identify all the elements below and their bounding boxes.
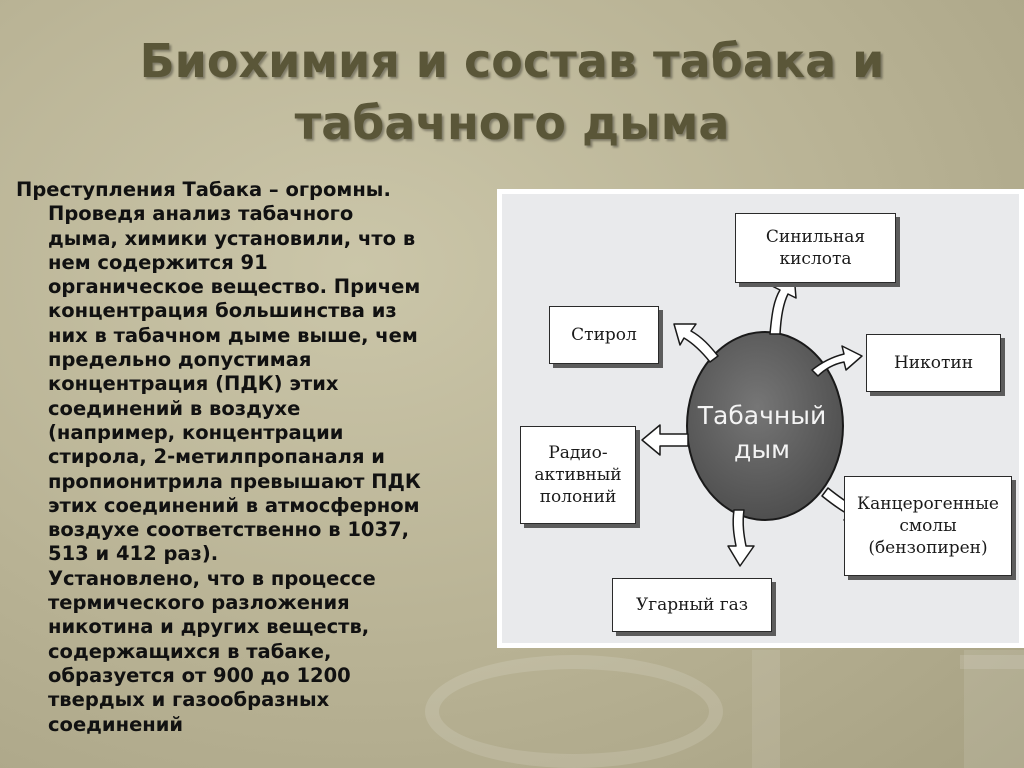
tobacco-smoke-diagram: Синильная кислота Стирол Никотин Радио- … [497, 189, 1024, 648]
node-label-line: Синильная [765, 227, 866, 247]
body-text-line: пропионитрила превышают ПДК [48, 469, 421, 493]
node-label-line: смолы [899, 516, 957, 536]
body-text-line: них в табачном дыме выше, чем [48, 323, 418, 347]
body-text-line: никотина и других веществ, [48, 615, 370, 639]
body-text-line: (например, концентрации [48, 420, 344, 444]
node-label-line: полоний [539, 487, 617, 507]
node-nicotine: Никотин [866, 334, 1001, 392]
decorative-bar [960, 655, 1024, 669]
center-label: Табачный дым [687, 399, 837, 467]
arrow-to-nicotine [811, 345, 863, 377]
body-text-line: этих соединений в атмосферном [48, 493, 420, 517]
node-styrene: Стирол [549, 306, 659, 364]
decorative-bar [964, 650, 1024, 768]
body-text-line: Преступления Табака – огромны. [16, 178, 391, 201]
arrow-to-cyanide [769, 273, 797, 335]
center-label-line: Табачный [697, 401, 827, 430]
node-tar: Канцерогенные смолы (бензопирен) [844, 476, 1012, 576]
node-co: Угарный газ [612, 578, 772, 632]
body-text-line: стирола, 2-метилпропаналя и [48, 445, 385, 469]
body-text-line: концентрация большинства из [48, 299, 397, 323]
body-text-line: Установлено, что в процессе [48, 566, 376, 590]
node-polonium: Радио- активный полоний [520, 426, 636, 524]
arrow-to-polonium [641, 424, 689, 456]
center-circle [686, 331, 844, 521]
body-text-line: дыма, химики установили, что в [48, 226, 416, 250]
node-label-line: Стирол [571, 325, 637, 345]
node-label-line: активный [534, 465, 622, 485]
body-text-line: 513 и 412 раз). [48, 542, 219, 566]
body-text-line: предельно допустимая [48, 348, 312, 372]
node-label-line: кислота [779, 249, 852, 269]
arrows [641, 273, 869, 567]
slide-title-line: Биохимия и состав табака и [139, 34, 885, 88]
node-label-line: Угарный газ [635, 595, 749, 615]
arrow-to-co [727, 509, 755, 567]
body-text-line: нем содержится 91 [48, 250, 268, 274]
body-text-line: содержащихся в табаке, [48, 639, 332, 663]
slide-body-text: Преступления Табака – огромны. Проведя а… [16, 178, 496, 737]
body-text-line: концентрация (ПДК) этих [48, 372, 339, 396]
body-text-line: соединений [48, 712, 184, 736]
node-cyanide: Синильная кислота [735, 213, 896, 283]
body-text-line: образуется от 900 до 1200 [48, 663, 351, 687]
body-text-line: Проведя анализ табачного [48, 202, 354, 226]
diagram-canvas: Синильная кислота Стирол Никотин Радио- … [502, 194, 1019, 643]
body-text-line: органическое вещество. Причем [48, 275, 421, 299]
decorative-bar [752, 650, 780, 768]
center-label-line: дым [734, 435, 790, 464]
node-label-line: Радио- [548, 443, 608, 463]
arrow-to-styrene [673, 323, 719, 363]
body-text-line: воздухе соответственно в 1037, [48, 518, 410, 542]
node-label-line: Канцерогенные [857, 494, 999, 514]
node-label-line: Никотин [893, 353, 974, 373]
body-text-line: соединений в воздухе [48, 396, 301, 420]
body-text-line: термического разложения [48, 591, 350, 615]
slide-title: Биохимия и состав табака и табачного дым… [0, 30, 1024, 154]
diagram-graphics [641, 273, 869, 567]
node-label-line: (бензопирен) [868, 538, 988, 558]
slide-title-line: табачного дыма [294, 96, 730, 150]
body-text-line: твердых и газообразных [48, 688, 330, 712]
